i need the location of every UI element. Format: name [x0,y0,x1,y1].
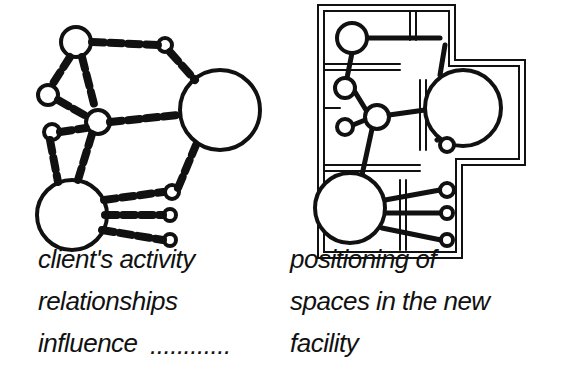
caption-text: positioning of spaces in the new facilit… [290,238,495,364]
dotted-leader: ............ [150,324,290,366]
